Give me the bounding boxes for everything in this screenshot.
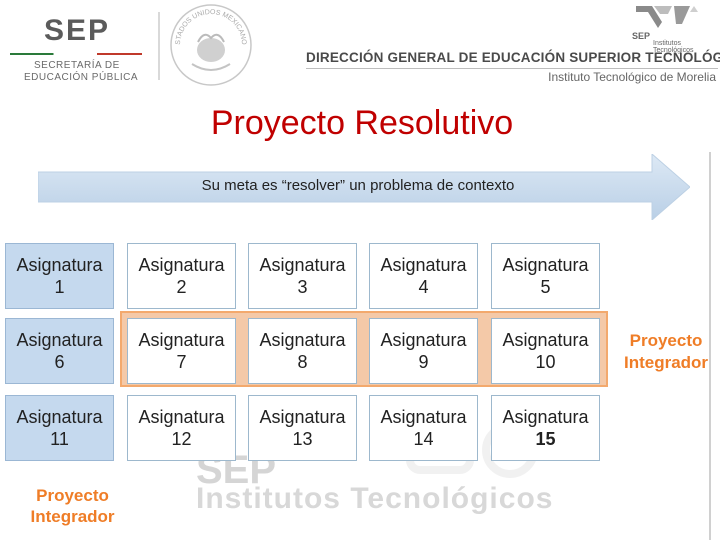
dgest-heading: DIRECCIÓN GENERAL DE EDUCACIÓN SUPERIOR … — [306, 50, 720, 65]
tecnologicos-logo — [632, 2, 718, 52]
subject-label: Asignatura — [502, 255, 589, 275]
subject-number: 13 — [292, 429, 313, 449]
integrator-label-line2: Integrador — [30, 507, 115, 526]
subject-label: Asignatura — [259, 330, 346, 350]
integrator-project-label-bottom: Proyecto Integrador — [10, 485, 135, 527]
sep-flag-stripe — [10, 53, 142, 55]
goal-arrow — [38, 154, 690, 220]
subject-number: 11 — [50, 429, 69, 449]
subject-label: Asignatura — [380, 407, 467, 427]
sep-subtitle-1: SECRETARÍA DE — [34, 60, 120, 71]
subject-label: Asignatura — [380, 255, 467, 275]
subject-label: Asignatura — [16, 255, 103, 275]
subject-number: 3 — [297, 277, 308, 297]
sep-subtitle-2: EDUCACIÓN PÚBLICA — [24, 72, 139, 83]
subject-label: Asignatura — [259, 255, 346, 275]
subject-label: Asignatura — [259, 407, 346, 427]
integrator-label-line1: Proyecto — [629, 331, 703, 350]
right-divider — [709, 152, 711, 540]
subject-number: 6 — [54, 352, 65, 372]
subject-number: 8 — [297, 352, 308, 372]
header-divider — [158, 12, 160, 80]
institute-name: Instituto Tecnológico de Morelia — [548, 70, 716, 84]
subject-number: 4 — [418, 277, 429, 297]
sep-logo-text: SEP — [44, 14, 111, 47]
tecnologicos-emblem-icon — [636, 6, 698, 28]
dgest-underline — [306, 68, 718, 69]
subject-number: 2 — [176, 277, 187, 297]
watermark-text: Institutos Tecnológicos — [196, 482, 554, 515]
sep-logo: SEP SECRETARÍA DE EDUCACIÓN PÚBLICA — [6, 12, 156, 84]
subject-number: 1 — [54, 277, 65, 297]
subject-number: 7 — [176, 352, 187, 372]
tecnologicos-name: Institutos Tecnológicos — [653, 40, 694, 54]
subject-number: 14 — [413, 429, 434, 449]
integrator-label-line2: Integrador — [623, 353, 709, 372]
subject-number: 5 — [540, 277, 551, 297]
page-title: Proyecto Resolutivo — [210, 104, 514, 142]
subject-label: Asignatura — [380, 330, 467, 350]
subject-label: Asignatura — [138, 255, 225, 275]
subject-label: Asignatura — [502, 407, 589, 427]
subject-label: Asignatura — [138, 330, 225, 350]
integrator-project-label-right: Proyecto Integrador — [612, 330, 720, 374]
goal-arrow-label: Su meta es “resolver” un problema de con… — [201, 177, 515, 194]
subject-number: 12 — [171, 429, 192, 449]
tecnologicos-sep: SEP — [632, 31, 651, 41]
integrator-label-line1: Proyecto — [36, 486, 109, 505]
subject-number: 9 — [418, 352, 429, 372]
subject-label: Asignatura — [502, 330, 589, 350]
subject-number: 10 — [535, 352, 556, 372]
subject-number: 15 — [535, 429, 556, 449]
subject-label: Asignatura — [16, 407, 103, 427]
subject-label: Asignatura — [16, 330, 103, 350]
subject-label: Asignatura — [138, 407, 225, 427]
